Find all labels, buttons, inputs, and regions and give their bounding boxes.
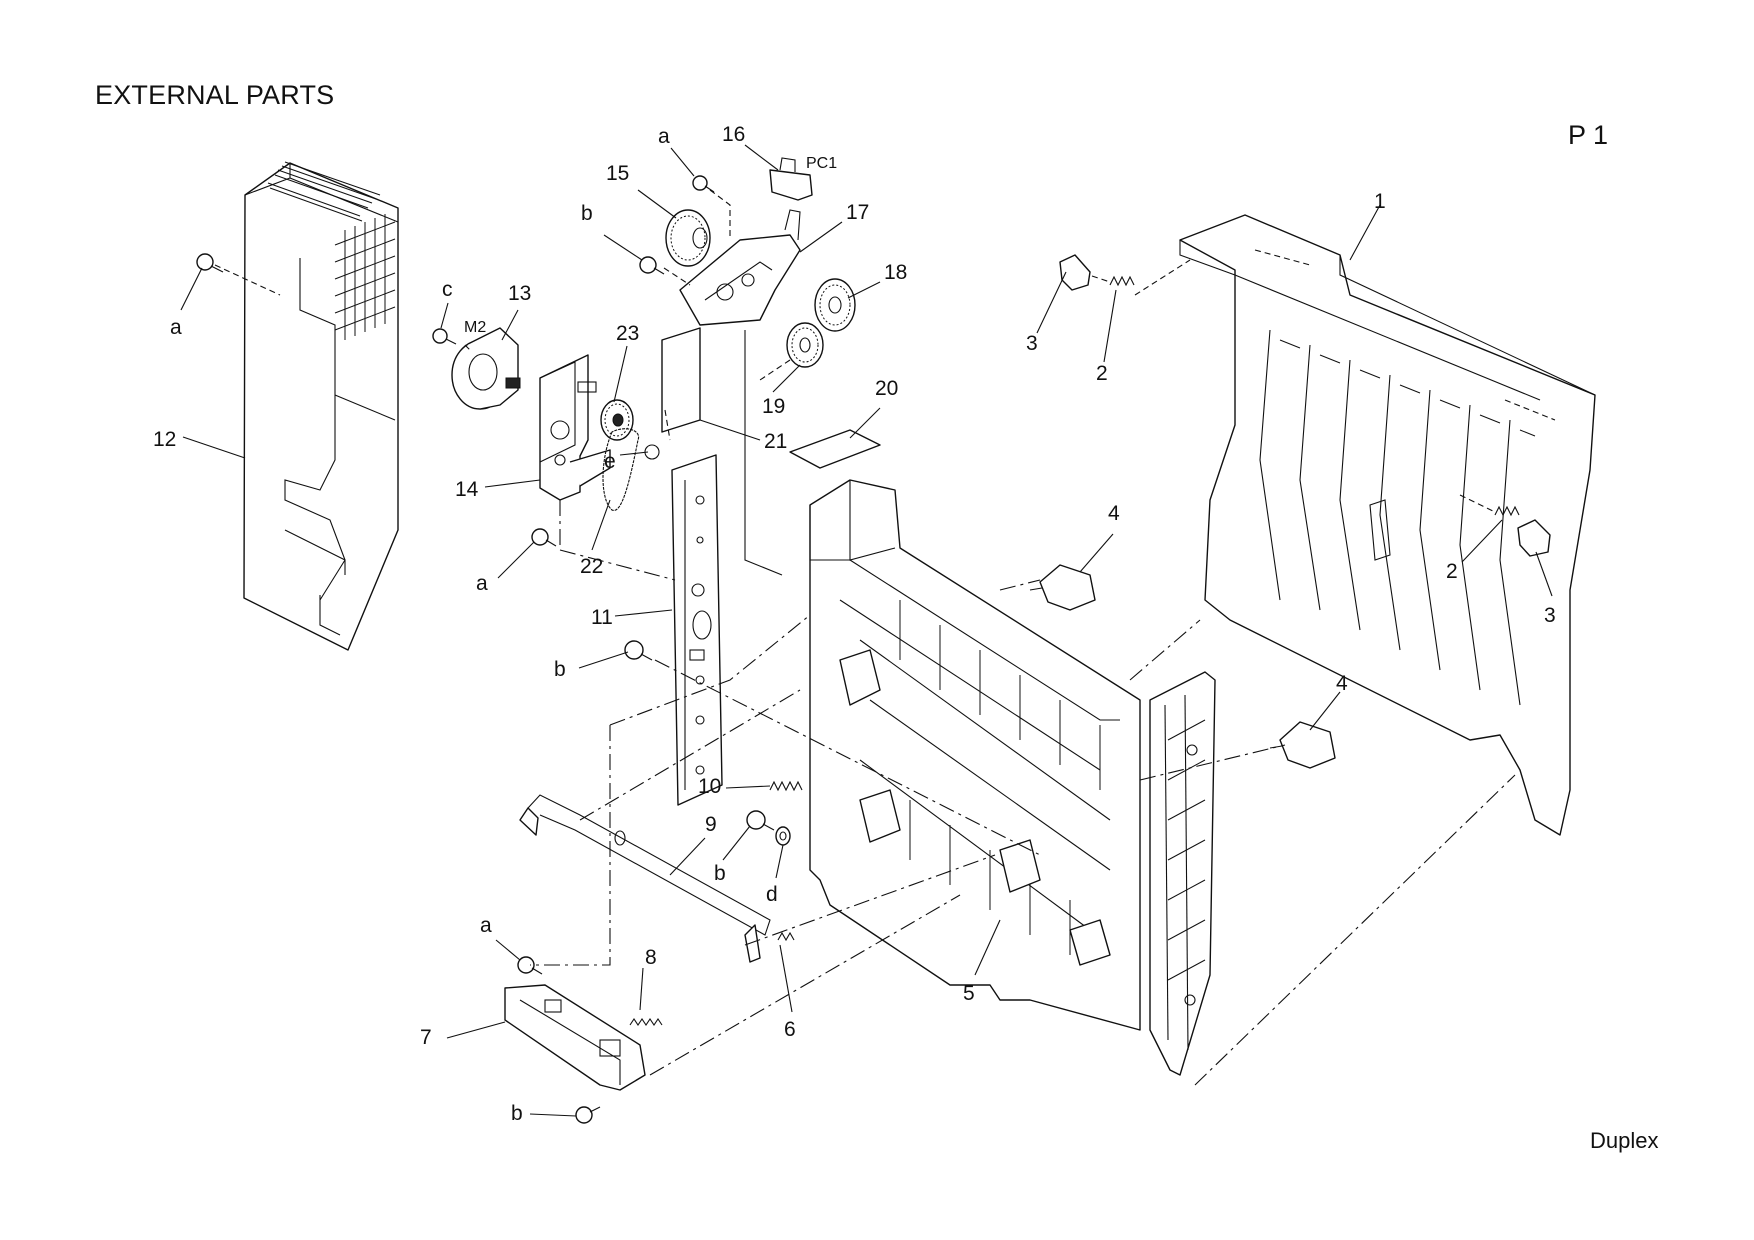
part-20-sheet <box>789 429 881 469</box>
callout-7: 7 <box>420 1026 432 1049</box>
part-17-gear-assembly <box>679 209 801 576</box>
callout-4: 4 <box>1108 502 1120 525</box>
callout-pc1: PC1 <box>806 155 837 172</box>
callout-22: 22 <box>580 555 603 578</box>
callout-5: 5 <box>963 982 975 1005</box>
callout-9: 9 <box>705 813 717 836</box>
part-16-sensor <box>769 157 813 201</box>
callout-18: 18 <box>884 261 907 284</box>
callout-17: 17 <box>846 201 869 224</box>
duplex-side-plate <box>1149 671 1216 1076</box>
screw-b-frame <box>624 640 653 661</box>
screw-c <box>432 328 457 345</box>
part-12-left-cover <box>243 161 399 651</box>
callout-m2: M2 <box>464 319 486 336</box>
leader-lines <box>180 144 1553 1117</box>
page-title: EXTERNAL PARTS <box>95 80 335 110</box>
screw-b-top <box>639 256 665 275</box>
callout-a: a <box>658 125 670 148</box>
callout-b: b <box>511 1102 523 1125</box>
part-18-gear <box>814 278 856 332</box>
part-23-gear <box>600 399 634 441</box>
part-1-right-cover <box>1179 214 1596 836</box>
screw-b-mid <box>746 810 775 831</box>
callout-15: 15 <box>606 162 629 185</box>
callout-a: a <box>170 316 182 339</box>
page-number: P 1 <box>1568 120 1609 150</box>
part-5-duplex-frame <box>809 479 1141 1031</box>
callout-4: 4 <box>1336 672 1348 695</box>
part-22-belt <box>602 428 640 511</box>
callout-19: 19 <box>762 395 785 418</box>
callout-b: b <box>554 658 566 681</box>
screw-a-left <box>196 253 224 273</box>
callout-3: 3 <box>1544 604 1556 627</box>
part-19-gear <box>786 322 824 368</box>
callout-23: 23 <box>616 322 639 345</box>
section-label: Duplex <box>1590 1128 1659 1153</box>
part-15-gear <box>665 209 711 267</box>
callout-16: 16 <box>722 123 745 146</box>
callout-20: 20 <box>875 377 898 400</box>
part-6-spring <box>777 931 795 942</box>
callout-a: a <box>476 572 488 595</box>
callout-a: a <box>480 914 492 937</box>
callout-labels: a 12 c M2 13 14 a 23 e 22 a 16 PC1 15 b … <box>153 123 1556 1125</box>
callout-1: 1 <box>1374 190 1386 213</box>
part-2-spring-lower <box>1494 505 1520 517</box>
part-11-frame-plate <box>671 454 723 806</box>
part-2-spring-upper <box>1109 275 1135 287</box>
part-14-motor-bracket <box>539 354 611 501</box>
screw-a-bottom <box>517 956 543 975</box>
part-13-motor <box>451 327 521 410</box>
part-4-hinge-upper <box>1029 564 1096 611</box>
assembly-lines <box>214 189 1516 1086</box>
part-10-spring <box>769 780 803 792</box>
part-8-spring <box>629 1018 663 1026</box>
callout-e: e <box>604 450 616 473</box>
part-4-hinge-lower <box>1269 721 1336 769</box>
callout-13: 13 <box>508 282 531 305</box>
part-3-latch-lower <box>1517 519 1551 557</box>
callout-b: b <box>714 862 726 885</box>
screw-a-top <box>692 175 715 193</box>
callout-14: 14 <box>455 478 479 501</box>
callout-8: 8 <box>645 946 657 969</box>
washer-d <box>775 826 791 846</box>
callout-c: c <box>442 278 453 301</box>
part-9-shaft <box>519 794 771 963</box>
callout-2: 2 <box>1096 362 1108 385</box>
part-21-sheet <box>661 327 701 433</box>
part-3-latch-upper <box>1059 254 1091 291</box>
screw-a-motor <box>531 528 557 547</box>
callout-3: 3 <box>1026 332 1038 355</box>
callout-d: d <box>766 883 778 906</box>
callout-6: 6 <box>784 1018 796 1041</box>
callout-12: 12 <box>153 428 176 451</box>
part-7-bracket <box>504 984 646 1091</box>
callout-10: 10 <box>698 775 721 798</box>
callout-2: 2 <box>1446 560 1458 583</box>
screw-b-bottom <box>575 1106 601 1124</box>
callout-21: 21 <box>764 430 787 453</box>
callout-b: b <box>581 202 593 225</box>
callout-11: 11 <box>591 606 613 629</box>
